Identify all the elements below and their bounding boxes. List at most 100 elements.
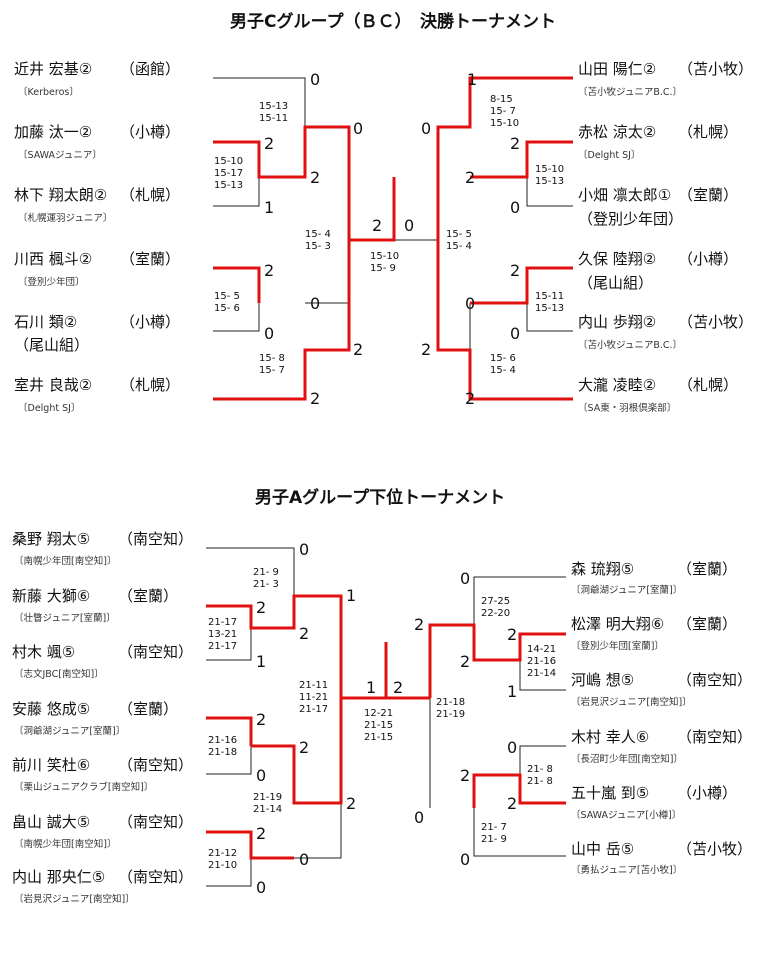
game-count: 2 bbox=[299, 624, 310, 643]
player-name: 五十嵐 到⑤ bbox=[571, 784, 650, 802]
match-score: 15- 4 15- 3 bbox=[305, 229, 331, 252]
game-count: 2 bbox=[353, 340, 364, 359]
player-name: 村木 颯⑤ bbox=[12, 643, 76, 661]
player-club: （室蘭） bbox=[120, 250, 181, 268]
game-count: 0 bbox=[421, 119, 432, 138]
game-count: 0 bbox=[264, 324, 275, 343]
game-count: 2 bbox=[256, 598, 267, 617]
player-team: 〔苫小牧ジュニアB.C.〕 bbox=[578, 87, 683, 98]
match-score: 15-10 15-13 bbox=[535, 164, 565, 187]
match-score: 15- 8 15- 7 bbox=[259, 353, 285, 376]
player-team: 〔壮瞥ジュニア[室蘭]〕 bbox=[14, 613, 116, 624]
game-count: 0 bbox=[310, 70, 321, 89]
player-name: 内山 那央仁⑤ bbox=[12, 868, 106, 886]
game-count: 2 bbox=[507, 625, 518, 644]
match-score: 15- 5 15- 4 bbox=[446, 229, 472, 252]
game-count: 2 bbox=[510, 134, 521, 153]
player-club: （室蘭） bbox=[677, 615, 738, 633]
game-count: 0 bbox=[310, 294, 321, 313]
player-team: 〔南幌少年団[南空知]〕 bbox=[14, 556, 117, 567]
game-count: 0 bbox=[507, 738, 518, 757]
player-name: 前川 笑杜⑥ bbox=[12, 756, 91, 774]
match-score: 15-11 15-13 bbox=[535, 291, 565, 314]
player-team: 〔Delght SJ〕 bbox=[578, 150, 641, 161]
game-count: 1 bbox=[366, 678, 377, 697]
game-count: 0 bbox=[460, 569, 471, 588]
player-club: （函館） bbox=[120, 60, 181, 78]
match-score: 12-21 21-15 21-15 bbox=[364, 708, 394, 743]
player-club: （南空知） bbox=[118, 643, 194, 661]
player-name: 畠山 誠大⑤ bbox=[12, 813, 91, 831]
player-club: （南空知） bbox=[118, 813, 194, 831]
player-club: （南空知） bbox=[677, 728, 753, 746]
game-count: 2 bbox=[465, 389, 476, 408]
player-team: 〔Kerberos〕 bbox=[18, 87, 79, 98]
game-count: 0 bbox=[299, 850, 310, 869]
game-count: 0 bbox=[353, 119, 364, 138]
player-club: （小樽） bbox=[120, 313, 181, 331]
player-team: 〔洞爺湖ジュニア[室蘭]〕 bbox=[14, 726, 126, 737]
player-club: （南空知） bbox=[677, 671, 753, 689]
player-name: 林下 翔太朗② bbox=[14, 186, 108, 204]
game-count: 2 bbox=[264, 134, 275, 153]
match-score: 21-16 21-18 bbox=[208, 735, 238, 758]
game-count: 1 bbox=[264, 198, 275, 217]
player-name: 近井 宏基② bbox=[14, 60, 93, 78]
player-name: 室井 良哉② bbox=[14, 376, 93, 394]
game-count: 1 bbox=[346, 586, 357, 605]
player-team: 〔栗山ジュニアクラブ[南空知]〕 bbox=[14, 782, 154, 793]
game-count: 0 bbox=[256, 766, 267, 785]
player-team: 〔札幌運羽ジュニア〕 bbox=[18, 213, 113, 224]
match-score: 21-11 11-21 21-17 bbox=[299, 680, 329, 715]
player-team: 〔苫小牧ジュニアB.C.〕 bbox=[578, 340, 683, 351]
game-count: 0 bbox=[510, 324, 521, 343]
match-score: 15- 6 15- 4 bbox=[490, 353, 516, 376]
player-club: （苫小牧） bbox=[677, 840, 753, 858]
player-name: 内山 歩翔② bbox=[578, 313, 657, 331]
player-club: （南空知） bbox=[118, 530, 194, 548]
game-count: 0 bbox=[404, 216, 415, 235]
match-score: 15-10 15-17 15-13 bbox=[214, 156, 244, 191]
player-club: （小樽） bbox=[678, 250, 739, 268]
player-club: （札幌） bbox=[678, 376, 739, 394]
player-club: （室蘭） bbox=[677, 560, 738, 578]
game-count: 2 bbox=[310, 389, 321, 408]
player-team: 〔Delght SJ〕 bbox=[18, 403, 81, 414]
player-name: 山中 岳⑤ bbox=[571, 840, 635, 858]
game-count: 1 bbox=[507, 682, 518, 701]
game-count: 2 bbox=[421, 340, 432, 359]
player-club: （南空知） bbox=[118, 756, 194, 774]
game-count: 2 bbox=[393, 678, 404, 697]
match-score: 15-13 15-11 bbox=[259, 101, 289, 124]
player-name: 松澤 明大翔⑥ bbox=[571, 615, 665, 633]
match-score: 15-10 15- 9 bbox=[370, 251, 400, 274]
player-team: 〔勇払ジュニア[苫小牧]〕 bbox=[571, 865, 683, 876]
player-name: 久保 陸翔② bbox=[578, 250, 657, 268]
match-score: 21-17 13-21 21-17 bbox=[208, 617, 238, 652]
player-name: 森 琉翔⑤ bbox=[571, 560, 635, 578]
player-team: 〔SA東・羽根倶楽部〕 bbox=[578, 403, 677, 414]
game-count: 0 bbox=[299, 540, 310, 559]
game-count: 2 bbox=[507, 794, 518, 813]
player-name: 加藤 汰一② bbox=[14, 123, 93, 141]
player-name: 木村 幸人⑥ bbox=[571, 728, 650, 746]
player-team: 〔SAWAジュニア〕 bbox=[18, 150, 102, 161]
match-score: 27-25 22-20 bbox=[481, 596, 511, 619]
game-count: 2 bbox=[372, 216, 383, 235]
game-count: 2 bbox=[256, 710, 267, 729]
player-name: 小畑 凛太郎① bbox=[578, 186, 672, 204]
game-count: 2 bbox=[310, 168, 321, 187]
player-name: 桑野 翔太⑤ bbox=[12, 530, 91, 548]
player-name: 川西 楓斗② bbox=[14, 250, 93, 268]
player-team: （登別少年団） bbox=[578, 210, 684, 228]
player-club: （南空知） bbox=[118, 868, 194, 886]
game-count: 0 bbox=[460, 850, 471, 869]
player-club: （札幌） bbox=[678, 123, 739, 141]
game-count: 0 bbox=[465, 294, 476, 313]
game-count: 0 bbox=[256, 878, 267, 897]
game-count: 2 bbox=[299, 738, 310, 757]
player-club: （札幌） bbox=[120, 376, 181, 394]
match-score: 15- 5 15- 6 bbox=[214, 291, 240, 314]
player-club: （室蘭） bbox=[118, 587, 179, 605]
